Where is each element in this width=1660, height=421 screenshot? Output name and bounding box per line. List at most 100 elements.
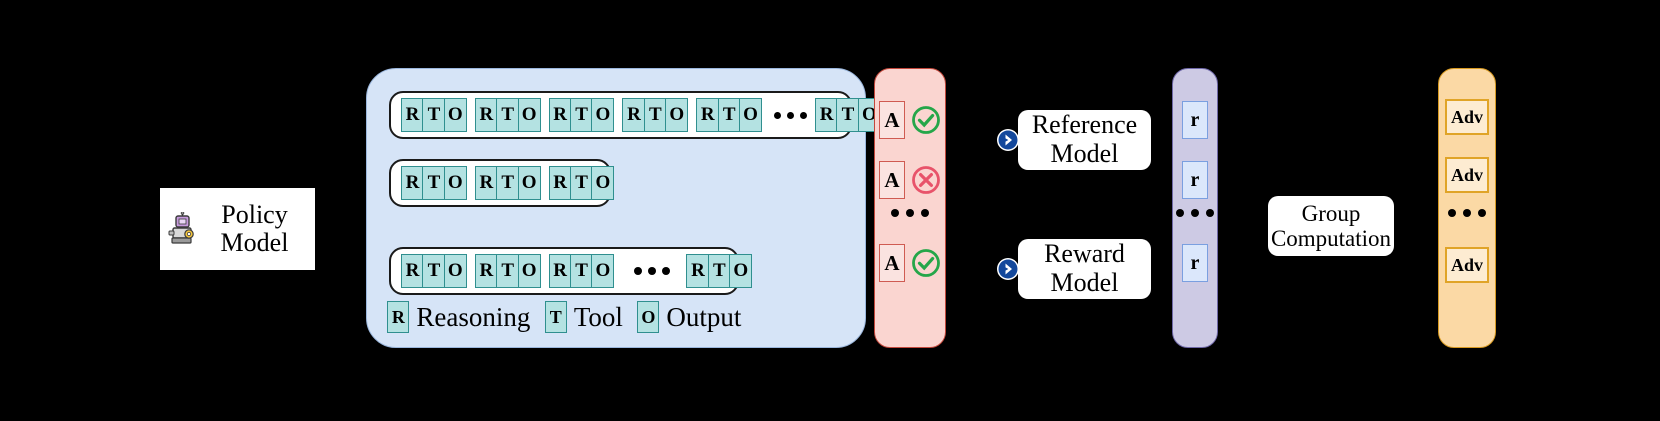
reward-cell: r	[1182, 161, 1208, 199]
reward-model-card: Reward Model	[1018, 239, 1151, 299]
token-t: T	[422, 166, 446, 200]
token-o: O	[517, 166, 541, 200]
legend-label: Reasoning	[416, 301, 531, 332]
token-t: T	[836, 98, 860, 132]
advantages-column: Adv Adv Adv	[1438, 68, 1496, 348]
token-r: R	[474, 98, 498, 132]
token-o: O	[729, 254, 753, 288]
token-r: R	[686, 254, 710, 288]
robot-icon	[168, 212, 194, 244]
group-computation-card: Group Computation	[1268, 196, 1394, 256]
cross-circle-icon	[912, 166, 940, 194]
legend-token-t: T	[544, 301, 567, 333]
answer-item: A	[875, 161, 945, 199]
reward-item: r	[1173, 244, 1217, 282]
arrow-right-icon	[997, 258, 1019, 280]
answer-item: A	[875, 244, 945, 282]
advantages-ellipsis	[1439, 209, 1495, 217]
answers-column: A A A	[874, 68, 946, 348]
trajectory-ellipsis	[634, 267, 671, 275]
answer-cell: A	[879, 101, 905, 139]
rewards-column: r r r	[1172, 68, 1218, 348]
token-t: T	[570, 254, 594, 288]
advantage-cell: Adv	[1445, 99, 1489, 135]
policy-model-card: Policy Model	[160, 188, 315, 270]
legend-token-o: O	[637, 301, 660, 333]
trajectory-ellipsis	[774, 111, 808, 119]
policy-model-label: Policy Model	[202, 199, 307, 257]
rewards-ellipsis	[1173, 209, 1217, 217]
group-computation-line2: Computation	[1270, 226, 1392, 251]
reward-cell: r	[1182, 244, 1208, 282]
token-o: O	[739, 98, 763, 132]
token-o: O	[665, 98, 689, 132]
token-o: O	[591, 98, 615, 132]
advantage-item: Adv	[1439, 99, 1495, 135]
legend-token-r: R	[387, 301, 410, 333]
token-r: R	[548, 166, 572, 200]
token-r: R	[548, 254, 572, 288]
token-t: T	[496, 254, 520, 288]
token-t: T	[643, 98, 667, 132]
token-t: T	[422, 254, 446, 288]
group-computation-line1: Group	[1301, 200, 1361, 226]
policy-model-line2: Model	[220, 228, 289, 257]
token-r: R	[401, 98, 424, 132]
token-o: O	[591, 254, 615, 288]
answers-ellipsis	[875, 209, 945, 217]
token-r: R	[474, 166, 498, 200]
token-o: O	[591, 166, 615, 200]
legend-label: Tool	[573, 301, 623, 332]
token-t: T	[422, 98, 446, 132]
reference-model-card: Reference Model	[1018, 110, 1151, 170]
token-t: T	[496, 98, 520, 132]
advantage-cell: Adv	[1445, 247, 1489, 283]
reference-model-line1: Reference	[1031, 110, 1138, 140]
token-r: R	[401, 166, 424, 200]
token-t: T	[570, 166, 594, 200]
reward-model-line1: Reward	[1044, 239, 1125, 269]
token-o: O	[517, 98, 541, 132]
token-o: O	[517, 254, 541, 288]
token-r: R	[815, 98, 839, 132]
arrow-right-icon	[997, 129, 1019, 151]
advantage-item: Adv	[1439, 247, 1495, 283]
token-t: T	[570, 98, 594, 132]
token-o: O	[443, 254, 467, 288]
token-t: T	[707, 254, 731, 288]
token-t: T	[717, 98, 741, 132]
check-circle-icon	[912, 106, 940, 134]
reference-model-line2: Model	[1050, 139, 1119, 168]
reward-item: r	[1173, 161, 1217, 199]
check-circle-icon	[912, 249, 940, 277]
legend-label: Output	[666, 301, 742, 332]
answer-cell: A	[879, 244, 905, 282]
token-o: O	[443, 98, 467, 132]
policy-model-line1: Policy	[221, 199, 288, 229]
answer-cell: A	[879, 161, 905, 199]
answer-item: A	[875, 101, 945, 139]
reward-cell: r	[1182, 101, 1208, 139]
advantage-cell: Adv	[1445, 157, 1489, 193]
token-r: R	[696, 98, 720, 132]
